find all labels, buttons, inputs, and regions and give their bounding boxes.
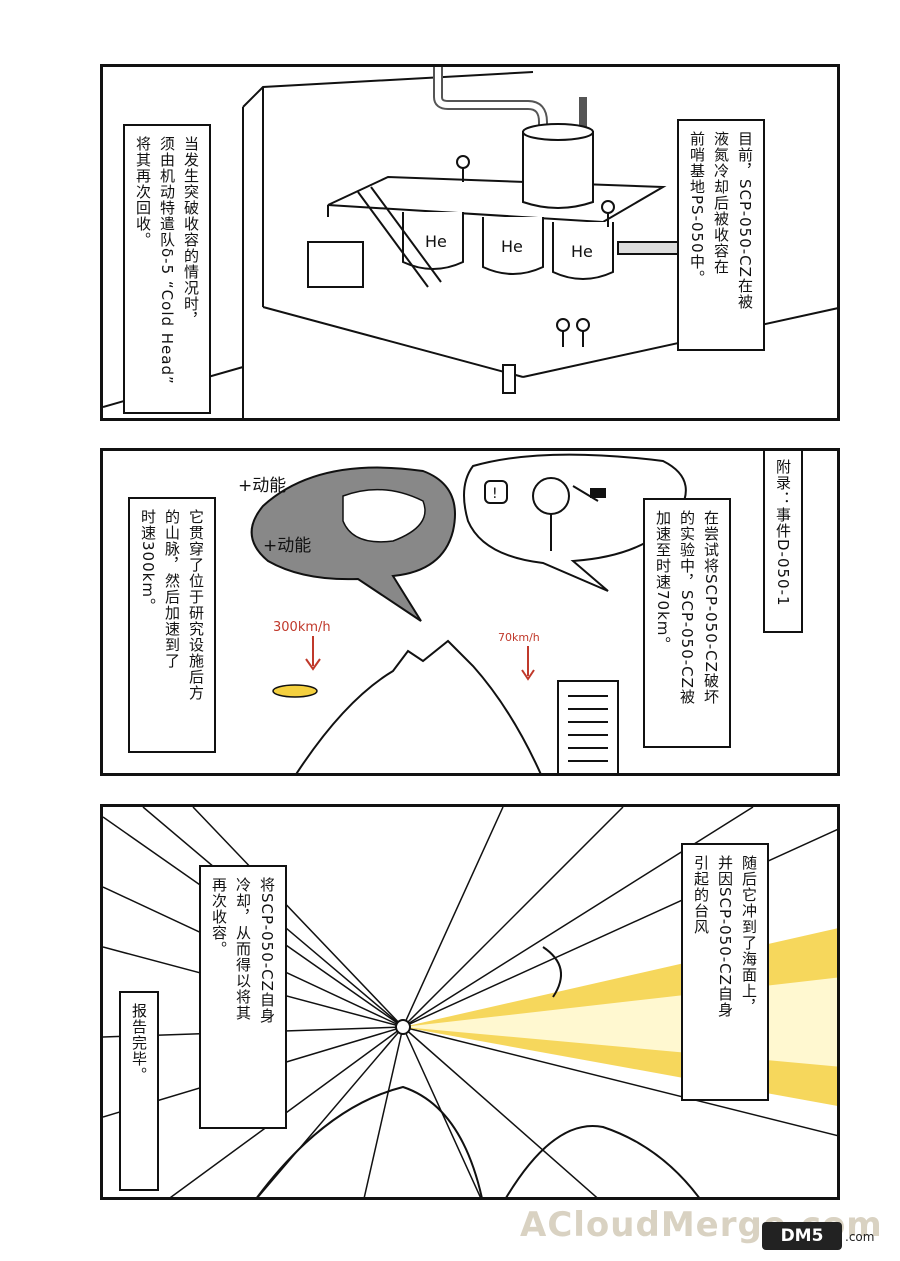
speed-label-300: 300km/h: [273, 620, 331, 635]
caption-current-containment: 目前，SCP-050-CZ在被 液氮冷却后被收容在 前哨基地PS-050中。: [677, 119, 765, 351]
incident-illustration: +动能 +动能 ! 300km/h 70km/h: [238, 453, 687, 773]
tank-label: He: [425, 232, 447, 251]
containment-room-illustration: He He He: [103, 67, 837, 418]
caption-breach-procedure: 当发生突破收容的情况时， 须由机动特遣队δ-5 “Cold Head” 将其再次…: [123, 124, 211, 414]
speed-label-70: 70km/h: [498, 631, 540, 644]
tank-label: He: [571, 242, 593, 261]
panel-2-incident: +动能 +动能 ! 300km/h 70km/h 附录：事件D-050-1 在尝…: [100, 448, 840, 776]
dm5-logo-suffix: .com: [845, 1230, 875, 1244]
caption-ocean-typhoon: 随后它冲到了海面上， 并因SCP-050-CZ自身 引起的台风: [681, 843, 769, 1101]
caption-report-complete: 报告完毕。: [119, 991, 159, 1191]
dm5-logo: DM5: [762, 1222, 842, 1250]
panel-1-containment: He He He 目前，SCP-050-CZ在被 液氮冷却后被收容在 前哨基地P…: [100, 64, 840, 421]
caption-acceleration-experiment: 在尝试将SCP-050-CZ破坏 的实验中，SCP-050-CZ被 加速至时速7…: [643, 498, 731, 748]
exclaim-mark: !: [492, 486, 498, 502]
appendix-label: 附录：事件D-050-1: [763, 451, 803, 633]
kinetic-energy-label: +动能: [238, 476, 286, 496]
caption-recontainment: 将SCP-050-CZ自身 冷却，从而得以将其 再次收容。: [199, 865, 287, 1129]
caption-mountain-penetration: 它贯穿了位于研究设施后方 的山脉，然后加速到了 时速300km。: [128, 497, 216, 753]
panel-3-ocean-impact: 随后它冲到了海面上， 并因SCP-050-CZ自身 引起的台风 将SCP-050…: [100, 804, 840, 1200]
kinetic-energy-label: +动能: [263, 536, 311, 556]
tank-label: He: [501, 237, 523, 256]
